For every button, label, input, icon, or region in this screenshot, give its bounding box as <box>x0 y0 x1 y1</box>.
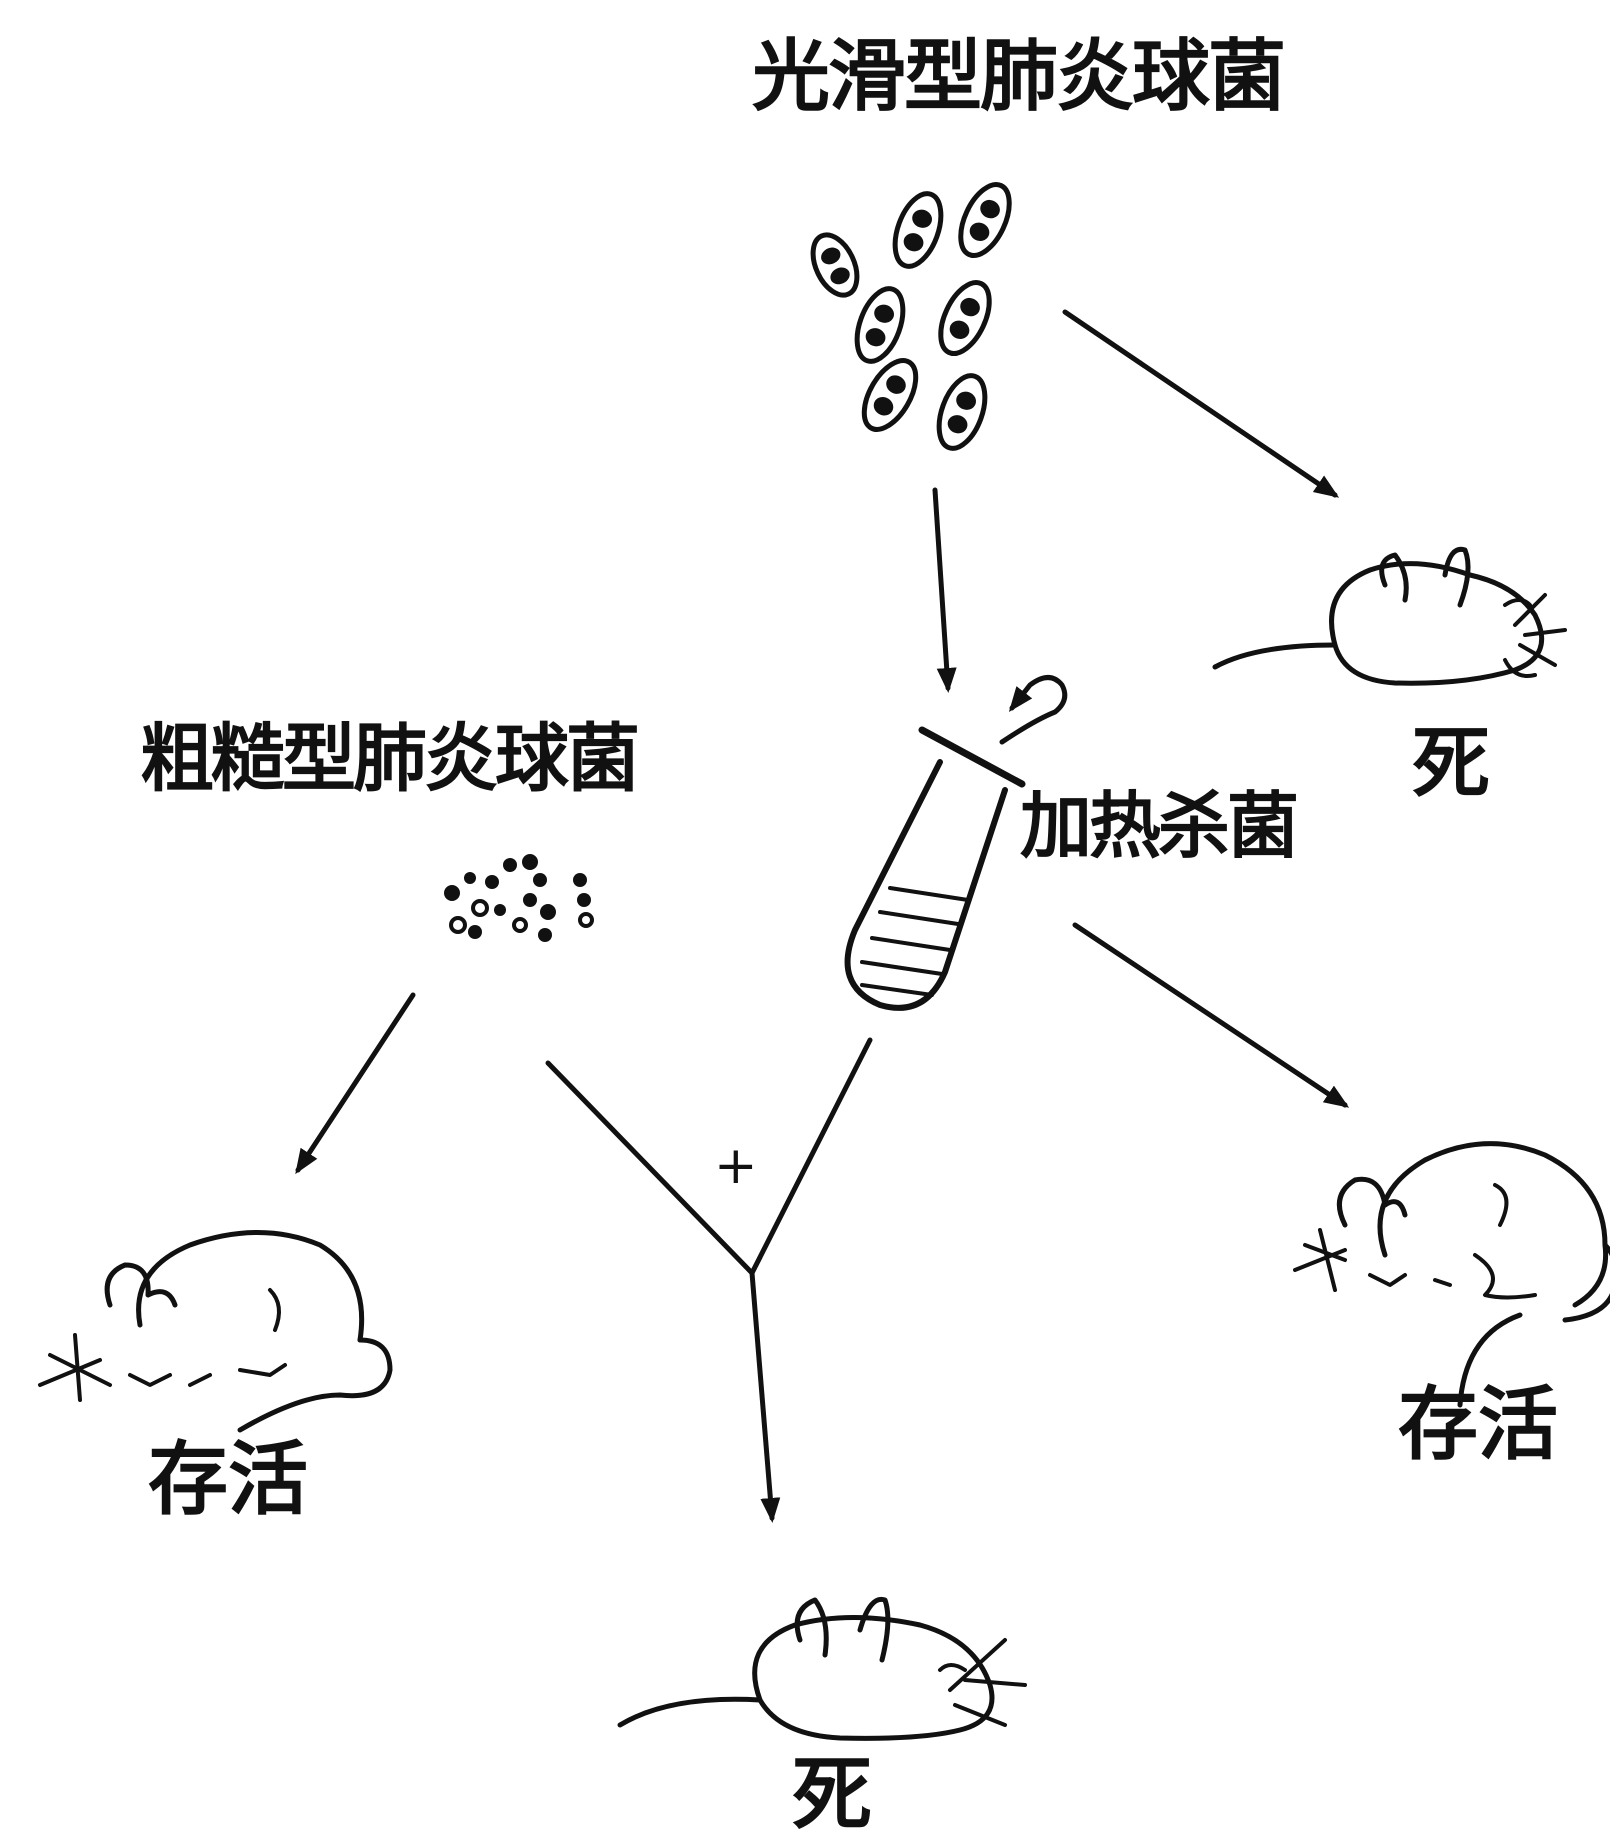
arrow-smooth-to-tube <box>932 487 957 693</box>
arrow-heated-to-alive-mouse <box>1072 922 1350 1108</box>
dead-mouse-icon-bottom <box>617 1596 1027 1741</box>
outcome-smooth-label: 死 <box>1412 719 1491 809</box>
outcome-mixed-label: 死 <box>792 1748 872 1841</box>
outcome-rough-label: 存活 <box>148 1433 308 1526</box>
arrows <box>295 309 1350 1523</box>
merge-lines <box>545 1037 873 1276</box>
sleeping-mouse-icon-left <box>38 1230 393 1433</box>
plus-sign: + <box>714 1136 758 1196</box>
rough-bacteria-icon <box>444 854 594 942</box>
arrow-smooth-to-dead-mouse <box>1062 309 1340 498</box>
smooth-strain-label: 光滑型肺炎球菌 <box>752 32 1286 122</box>
outcome-heat-killed-label: 存活 <box>1398 1378 1558 1471</box>
arrow-rough-to-alive-mouse <box>295 992 416 1175</box>
dead-mouse-icon <box>1212 546 1567 686</box>
test-tube-icon <box>844 675 1068 1011</box>
rough-strain-label: 粗糙型肺炎球菌 <box>140 716 640 802</box>
sleeping-mouse-icon-right <box>1293 1141 1610 1408</box>
heat-kill-label: 加热杀菌 <box>1020 784 1299 868</box>
heat-swirl-icon <box>999 675 1068 745</box>
arrow-mixed-to-dead-mouse <box>749 1270 781 1523</box>
smooth-bacteria-icon <box>810 182 1012 451</box>
